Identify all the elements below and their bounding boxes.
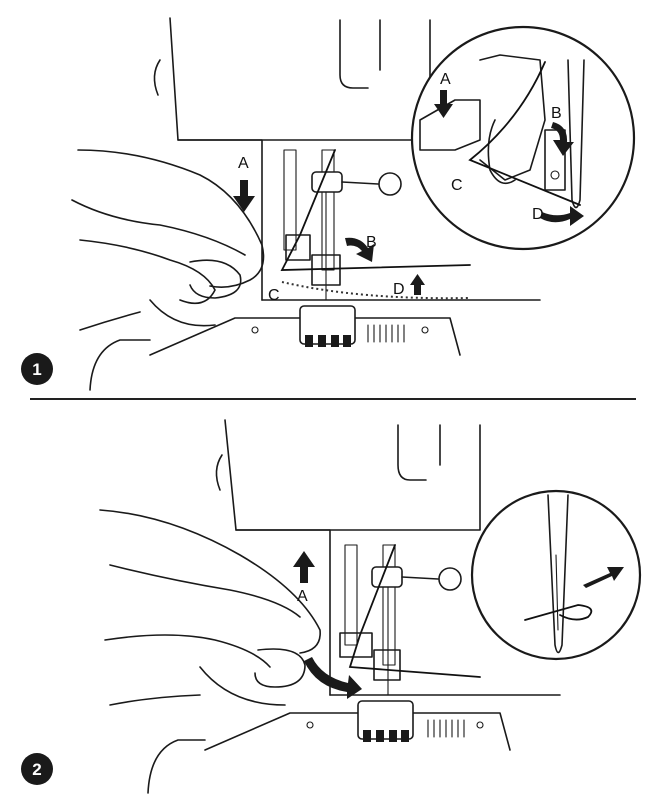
needle-assembly xyxy=(340,545,461,695)
arrow-d-up xyxy=(410,274,425,295)
step-1-badge: 1 xyxy=(21,353,53,385)
hand-illustration xyxy=(100,510,320,705)
inset-label-c: C xyxy=(451,177,463,194)
step-1-number: 1 xyxy=(32,360,41,379)
step-2-panel: A 2 xyxy=(0,405,660,795)
needle-assembly xyxy=(284,150,401,300)
arrow-curved-toward-presser xyxy=(304,657,362,699)
label-a: A xyxy=(297,588,308,605)
inset-label-a: A xyxy=(440,71,451,88)
needle-plate xyxy=(90,306,460,390)
arrow-a-up xyxy=(293,551,315,583)
panel-divider xyxy=(30,398,636,400)
step-2-badge: 2 xyxy=(21,753,53,785)
step-2-number: 2 xyxy=(32,760,41,779)
hand-illustration xyxy=(72,150,264,330)
step-1-illustration: A B C D A B C D 1 xyxy=(0,0,660,395)
step-1-panel: A B C D A B C D 1 xyxy=(0,0,660,395)
label-a: A xyxy=(238,155,249,172)
label-b: B xyxy=(366,234,377,251)
step-2-illustration: A 2 xyxy=(0,405,660,795)
lower-thread-dotted xyxy=(282,282,468,298)
inset-label-b: B xyxy=(551,105,562,122)
arrow-a-down xyxy=(233,180,255,212)
needle-plate xyxy=(148,701,510,793)
inset-magnifier xyxy=(472,491,640,659)
inset-magnifier: A B C D xyxy=(412,27,634,249)
label-c: C xyxy=(268,287,280,304)
inset-label-d: D xyxy=(532,206,544,223)
label-d: D xyxy=(393,281,405,298)
